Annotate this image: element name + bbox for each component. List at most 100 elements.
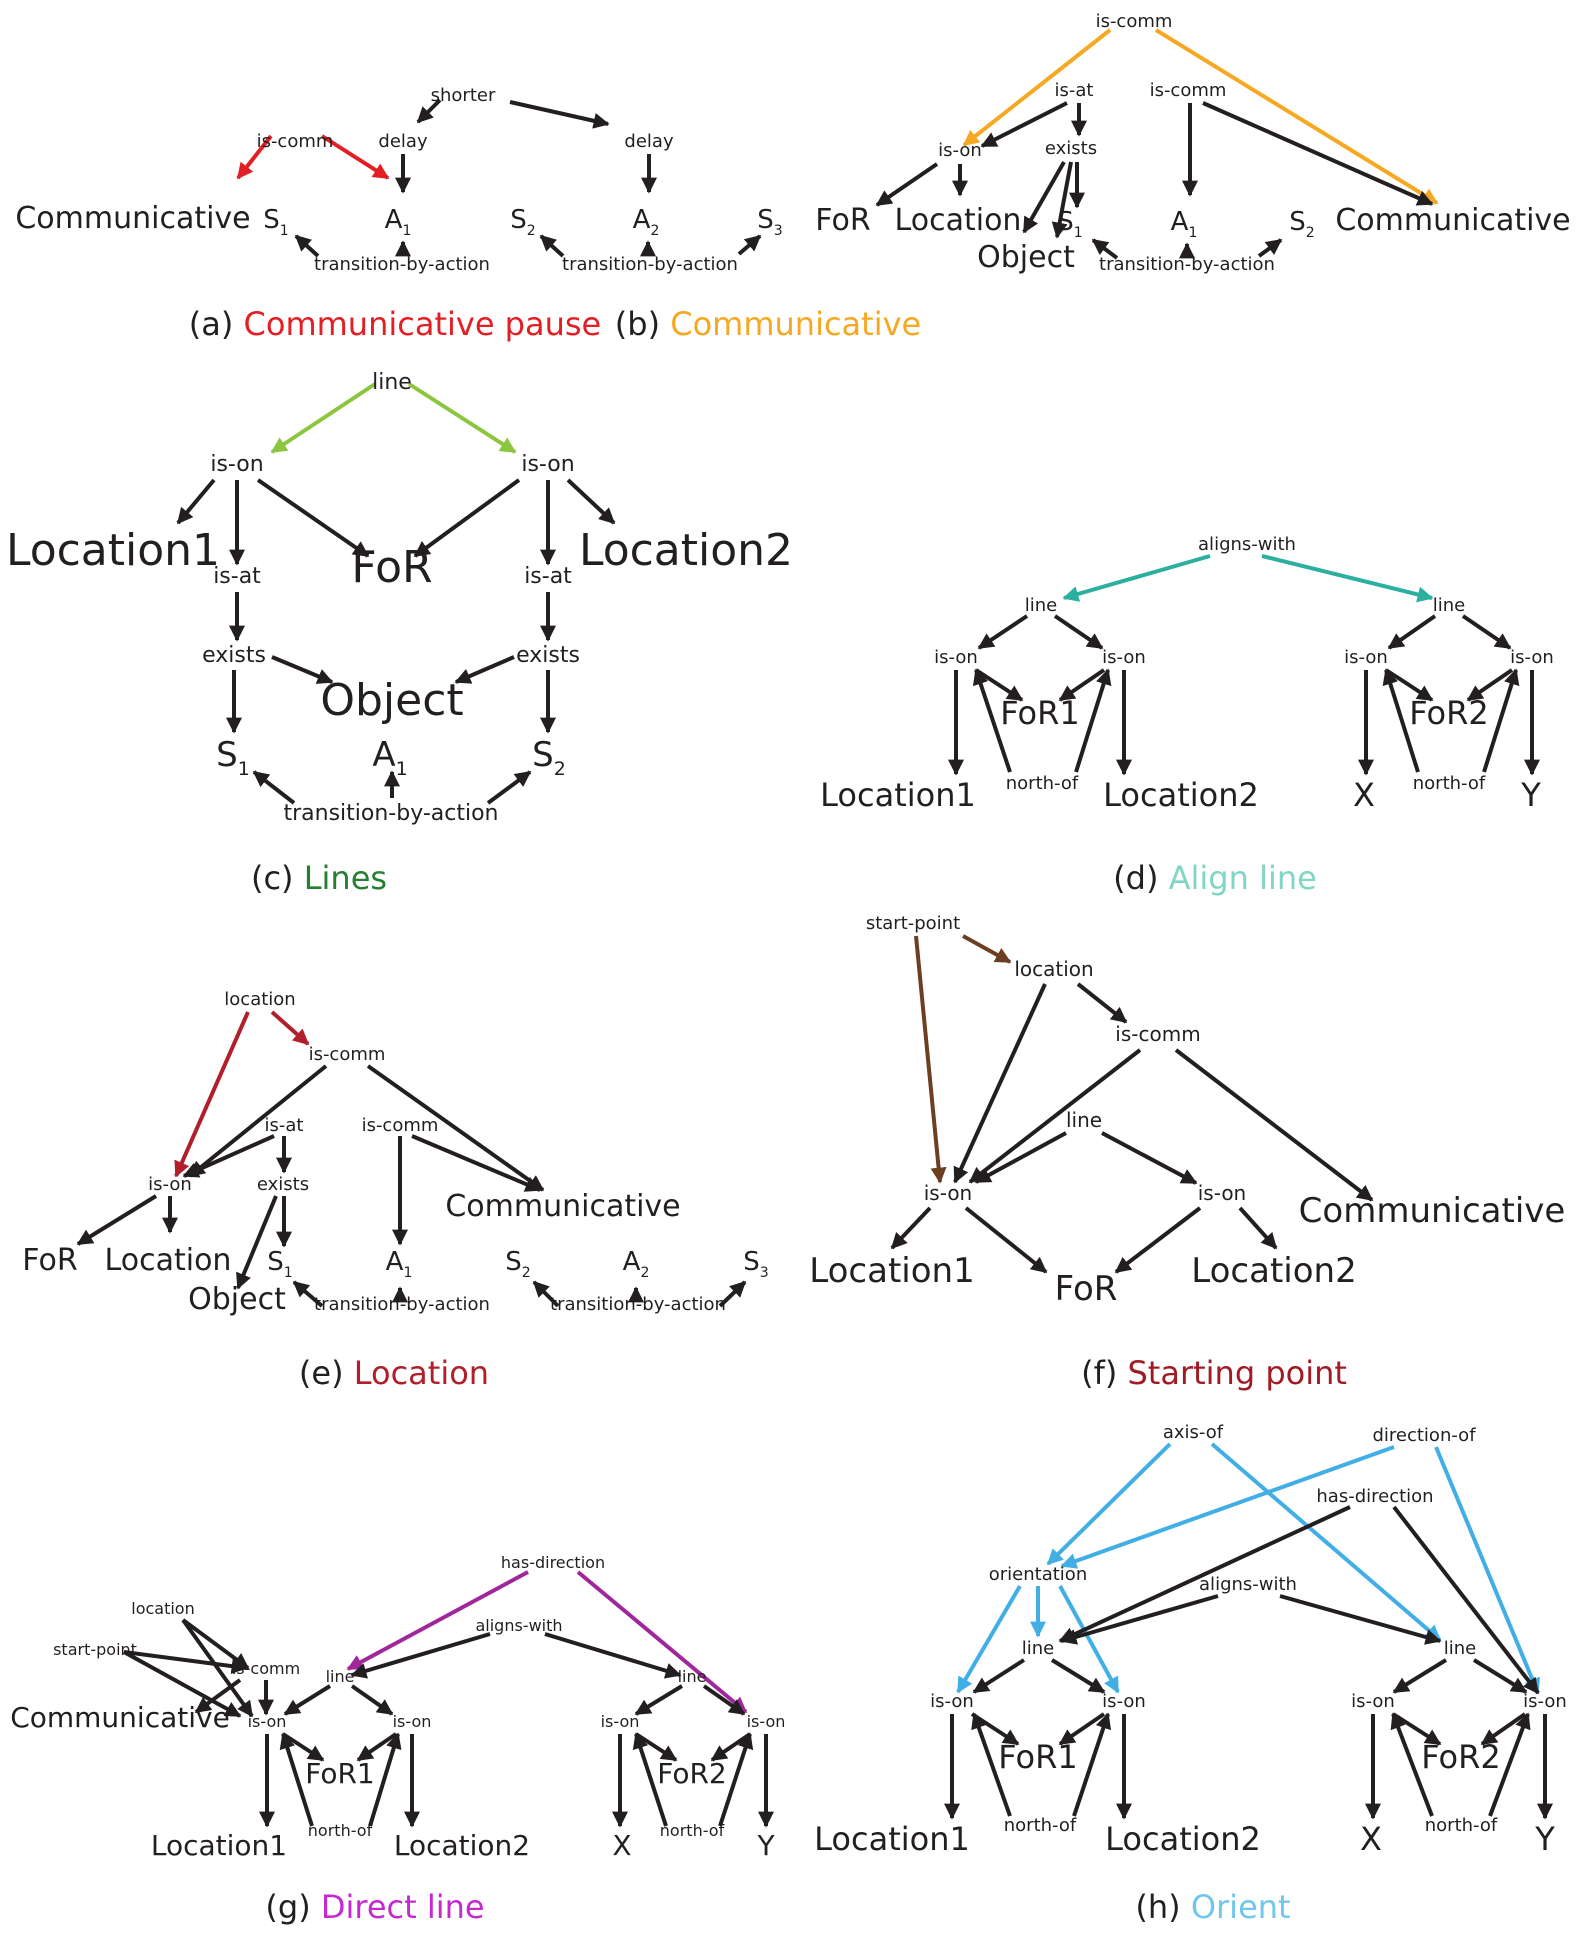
node-e-location: location — [224, 989, 295, 1010]
edge-arrow — [256, 478, 370, 558]
node-e-isat: is-at — [265, 1115, 304, 1136]
captions-layer: (a) Communicative pause(b) Communicative… — [189, 305, 1347, 1926]
node-h-ison4: is-on — [1523, 1691, 1567, 1712]
edge-arrow — [972, 668, 1012, 773]
panel-g: has-directionlocationstart-pointis-comma… — [10, 1553, 785, 1862]
edge-arrow — [236, 134, 273, 180]
edge-arrow — [1046, 1442, 1172, 1566]
edge-arrow — [1091, 238, 1119, 260]
edge-arrow — [962, 934, 1012, 964]
node-g-loc1: Location1 — [151, 1829, 287, 1862]
node-g-comm: Communicative — [10, 1701, 230, 1734]
node-c-exists1: exists — [202, 643, 266, 668]
node-e-a2: A2 — [623, 1247, 650, 1281]
edge-arrow — [1050, 1658, 1106, 1694]
edge-arrow — [194, 1678, 242, 1714]
node-e-exists: exists — [257, 1174, 309, 1195]
node-b-isat: is-at — [1055, 80, 1094, 101]
edge-arrow — [1076, 982, 1128, 1024]
edge-arrow — [1114, 1206, 1202, 1274]
edge-arrow — [411, 1134, 542, 1192]
node-d-north1: north-of — [1006, 773, 1079, 794]
node-h-ison3: is-on — [1351, 1691, 1395, 1712]
node-d-for2: FoR2 — [1409, 694, 1488, 732]
node-b-a1: A1 — [1171, 207, 1198, 241]
node-c-loc1: Location1 — [6, 525, 220, 576]
node-e-s2: S2 — [505, 1247, 530, 1281]
node-c-exists2: exists — [516, 643, 580, 668]
node-g-x: X — [612, 1829, 631, 1862]
node-d-line1: line — [1025, 595, 1057, 616]
edge-arrow — [1154, 28, 1439, 205]
edge-arrow — [1060, 1445, 1395, 1569]
edge-arrow — [366, 1064, 545, 1192]
edge-arrow — [968, 1048, 1142, 1184]
edge-arrow — [270, 1010, 310, 1046]
edge-arrow — [1053, 614, 1104, 650]
node-g-location: location — [131, 1599, 194, 1618]
node-g-north2: north-of — [660, 1821, 725, 1840]
node-c-a1: A1 — [372, 735, 407, 780]
node-c-s2: S2 — [532, 735, 566, 780]
node-b-ison: is-on — [938, 140, 982, 161]
edge-arrow — [1392, 1505, 1540, 1695]
node-a-comm: Communicative — [15, 201, 250, 236]
node-a-s1: S1 — [263, 205, 288, 239]
node-g-start: start-point — [53, 1640, 137, 1659]
node-g-for2: FoR2 — [657, 1757, 727, 1790]
node-b-exists: exists — [1045, 138, 1097, 159]
node-e-s3: S3 — [743, 1247, 768, 1281]
edge-arrow — [123, 1650, 242, 1718]
edge-arrow — [1261, 554, 1434, 603]
edge-arrow — [181, 1618, 254, 1718]
edge-arrow — [971, 1712, 1012, 1817]
edge-arrow — [1060, 1594, 1219, 1645]
edge-arrow — [368, 1732, 402, 1827]
edge-arrow — [875, 162, 939, 207]
node-g-aligns: aligns-with — [475, 1616, 562, 1635]
edge-arrow — [407, 382, 517, 454]
edge-arrow — [1488, 1712, 1531, 1817]
node-b-for: FoR — [815, 203, 870, 238]
edge-arrow — [956, 1584, 1022, 1694]
node-c-tba: transition-by-action — [283, 801, 498, 826]
edge-arrow — [980, 101, 1068, 148]
edge-arrow — [544, 1632, 682, 1679]
node-e-a1: A1 — [386, 1247, 413, 1281]
edge-arrow — [294, 234, 320, 258]
edge-arrow — [283, 1684, 332, 1716]
node-b-comm: Communicative — [1335, 203, 1570, 238]
node-a-tba1: transition-by-action — [314, 254, 490, 275]
node-h-loc2: Location2 — [1105, 1820, 1261, 1858]
node-e-iscomm-top: is-comm — [309, 1044, 386, 1065]
node-d-ison1: is-on — [934, 647, 978, 668]
node-f-loc2: Location2 — [1191, 1251, 1356, 1291]
edge-arrow — [1279, 1594, 1442, 1645]
node-g-y: Y — [756, 1829, 775, 1862]
edge-arrow — [416, 98, 442, 124]
caption-f: (f) Starting point — [1081, 1354, 1347, 1392]
node-g-loc2: Location2 — [394, 1829, 530, 1862]
edge-arrow — [350, 1684, 394, 1716]
edge-arrow — [236, 1195, 278, 1290]
edge-arrow — [279, 1732, 314, 1827]
node-c-ison2: is-on — [521, 452, 574, 477]
node-c-isat2: is-at — [524, 564, 572, 589]
node-d-for1: FoR1 — [1000, 694, 1079, 732]
node-e-ison: is-on — [148, 1174, 192, 1195]
edge-arrow — [509, 100, 610, 129]
node-a-delay1: delay — [378, 131, 428, 152]
edge-arrow — [1257, 238, 1283, 258]
edge-arrow — [1058, 1585, 1120, 1694]
node-f-for: FoR — [1055, 1269, 1118, 1309]
edge-arrow — [1382, 668, 1420, 773]
node-e-tba1: transition-by-action — [314, 1294, 490, 1315]
edge-arrow — [1062, 554, 1211, 602]
node-g-north1: north-of — [308, 1821, 373, 1840]
edge-arrow — [1101, 1131, 1198, 1185]
